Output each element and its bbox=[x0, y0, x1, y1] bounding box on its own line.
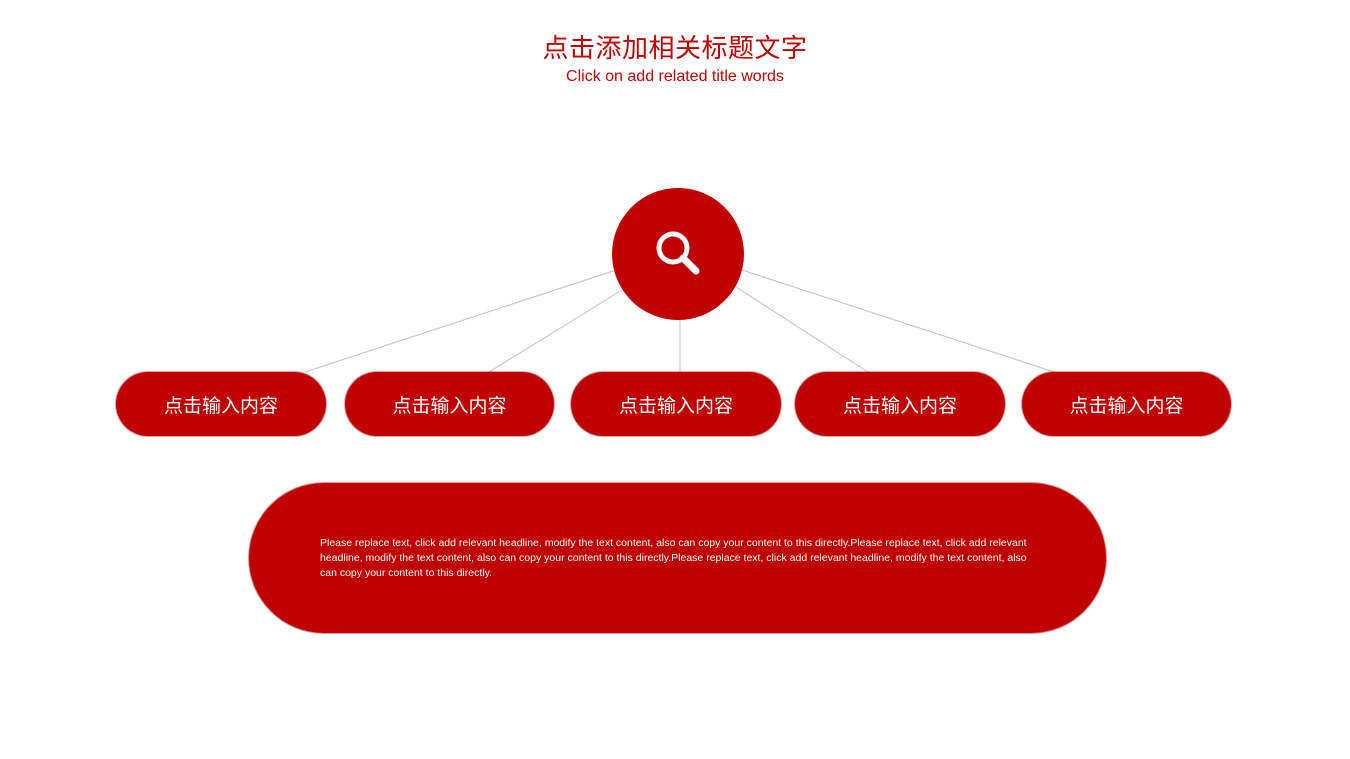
node-pill-1[interactable]: 点击输入内容 bbox=[116, 372, 326, 436]
connector-line-2 bbox=[488, 289, 623, 373]
connector-line-4 bbox=[735, 286, 869, 373]
page-subtitle: Click on add related title words bbox=[566, 68, 784, 85]
node-label: 点击输入内容 bbox=[163, 394, 278, 417]
description-box[interactable]: Please replace text, click add relevant … bbox=[249, 483, 1106, 633]
hub-circle bbox=[612, 188, 744, 320]
node-label: 点击输入内容 bbox=[1069, 394, 1184, 417]
connector-line-1 bbox=[304, 269, 617, 373]
node-pill-2[interactable]: 点击输入内容 bbox=[345, 372, 554, 436]
node-label: 点击输入内容 bbox=[618, 394, 733, 417]
connector-line-5 bbox=[741, 269, 1055, 373]
node-label: 点击输入内容 bbox=[392, 394, 507, 417]
description-text: Please replace text, click add relevant … bbox=[320, 537, 1027, 579]
node-pill-3[interactable]: 点击输入内容 bbox=[571, 372, 781, 436]
node-pill-5[interactable]: 点击输入内容 bbox=[1022, 372, 1231, 436]
node-pill-4[interactable]: 点击输入内容 bbox=[795, 372, 1005, 436]
node-label: 点击输入内容 bbox=[842, 394, 957, 417]
search-icon bbox=[656, 231, 700, 275]
page-title: 点击添加相关标题文字 bbox=[542, 34, 808, 64]
